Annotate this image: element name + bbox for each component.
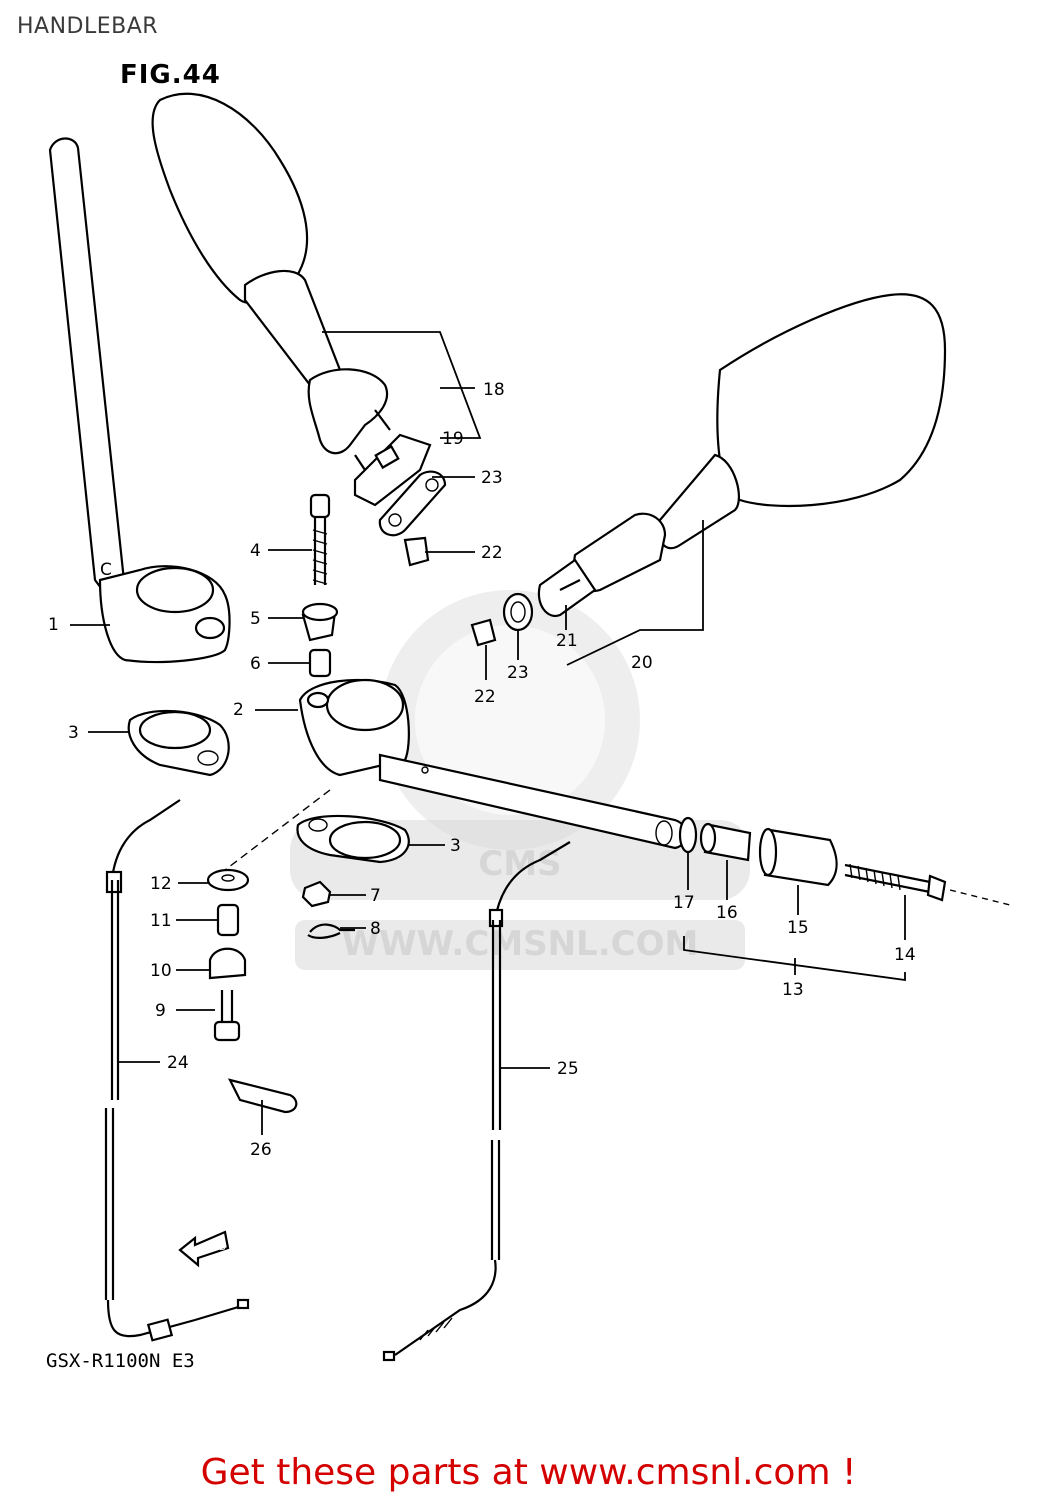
throttle-cable-25 (382, 841, 571, 1362)
callout-19: 19 (442, 429, 464, 449)
left-mirror (151, 92, 391, 471)
figure-label: FIG.44 (120, 60, 221, 90)
callout-6: 6 (250, 654, 261, 674)
callout-22b: 22 (474, 687, 496, 707)
spacer-6 (308, 648, 332, 678)
callout-10: 10 (150, 961, 172, 981)
callout-4: 4 (250, 541, 261, 561)
screw-14 (844, 863, 947, 902)
fwd-marker-label: FWD (205, 1243, 226, 1253)
washer-17 (678, 816, 698, 854)
spacer-11 (216, 903, 240, 937)
callout-22: 22 (481, 543, 503, 563)
watermark-logo: CMS WWW.CMSNL.COM (290, 590, 750, 970)
washer-12 (206, 868, 250, 892)
bolt-4 (309, 493, 331, 585)
right-mirror (537, 293, 947, 618)
callout-3: 3 (68, 723, 79, 743)
callout-16: 16 (716, 903, 738, 923)
callout-21: 21 (556, 631, 578, 651)
callout-numbers: 1 2 3 3 4 5 6 7 8 9 10 11 12 13 14 15 16… (48, 380, 916, 1160)
callout-26: 26 (250, 1140, 272, 1160)
callout-1: 1 (48, 615, 59, 635)
collar-16 (699, 822, 752, 862)
spacer-3-upper (127, 709, 230, 777)
callout-13: 13 (782, 980, 804, 1000)
callout-23: 23 (481, 468, 503, 488)
handlebar-clamp-2 (298, 678, 688, 850)
leader-lines (70, 331, 906, 1135)
callout-2: 2 (233, 700, 244, 720)
model-label: GSX-R1100N E3 (46, 1350, 195, 1372)
cta-link[interactable]: Get these parts at www.cmsnl.com ! (200, 1452, 857, 1493)
washer-5 (301, 602, 339, 642)
mirror-adapter-19 (353, 433, 432, 507)
throttle-cable-24 (104, 799, 250, 1342)
mirror-plate-23-upper (378, 470, 447, 537)
callout-17: 17 (673, 893, 695, 913)
callout-14: 14 (894, 945, 916, 965)
mirror-plate-23-lower (502, 592, 534, 632)
spacer-3-lower (296, 814, 410, 864)
grip-letter: C (100, 560, 112, 580)
callout-12: 12 (150, 874, 172, 894)
callout-23b: 23 (507, 663, 529, 683)
callout-3b: 3 (450, 836, 461, 856)
bolt-9 (213, 990, 241, 1042)
callout-7: 7 (370, 886, 381, 906)
callout-25: 25 (557, 1059, 579, 1079)
damper-10 (208, 947, 247, 980)
cotter-pin-8 (307, 923, 355, 939)
page-title: HANDLEBAR (17, 14, 159, 39)
bar-end-weight-15 (758, 827, 838, 887)
handlebar-grip-1: C (48, 137, 231, 664)
callout-8: 8 (370, 919, 381, 939)
cable-clamp-26 (227, 1078, 298, 1114)
mirror-nut-22-lower (470, 618, 497, 647)
fwd-arrow-icon: FWD (178, 1230, 230, 1268)
nut-7 (301, 880, 332, 908)
callout-5: 5 (250, 609, 261, 629)
callout-24: 24 (167, 1053, 189, 1073)
callout-11: 11 (150, 911, 172, 931)
mirror-nut-22-upper (403, 536, 430, 567)
callout-18: 18 (483, 380, 505, 400)
watermark-url: WWW.CMSNL.COM (342, 924, 699, 964)
watermark-logo-text: CMS (478, 844, 561, 884)
callout-20: 20 (631, 653, 653, 673)
callout-15: 15 (787, 918, 809, 938)
callout-9: 9 (155, 1001, 166, 1021)
